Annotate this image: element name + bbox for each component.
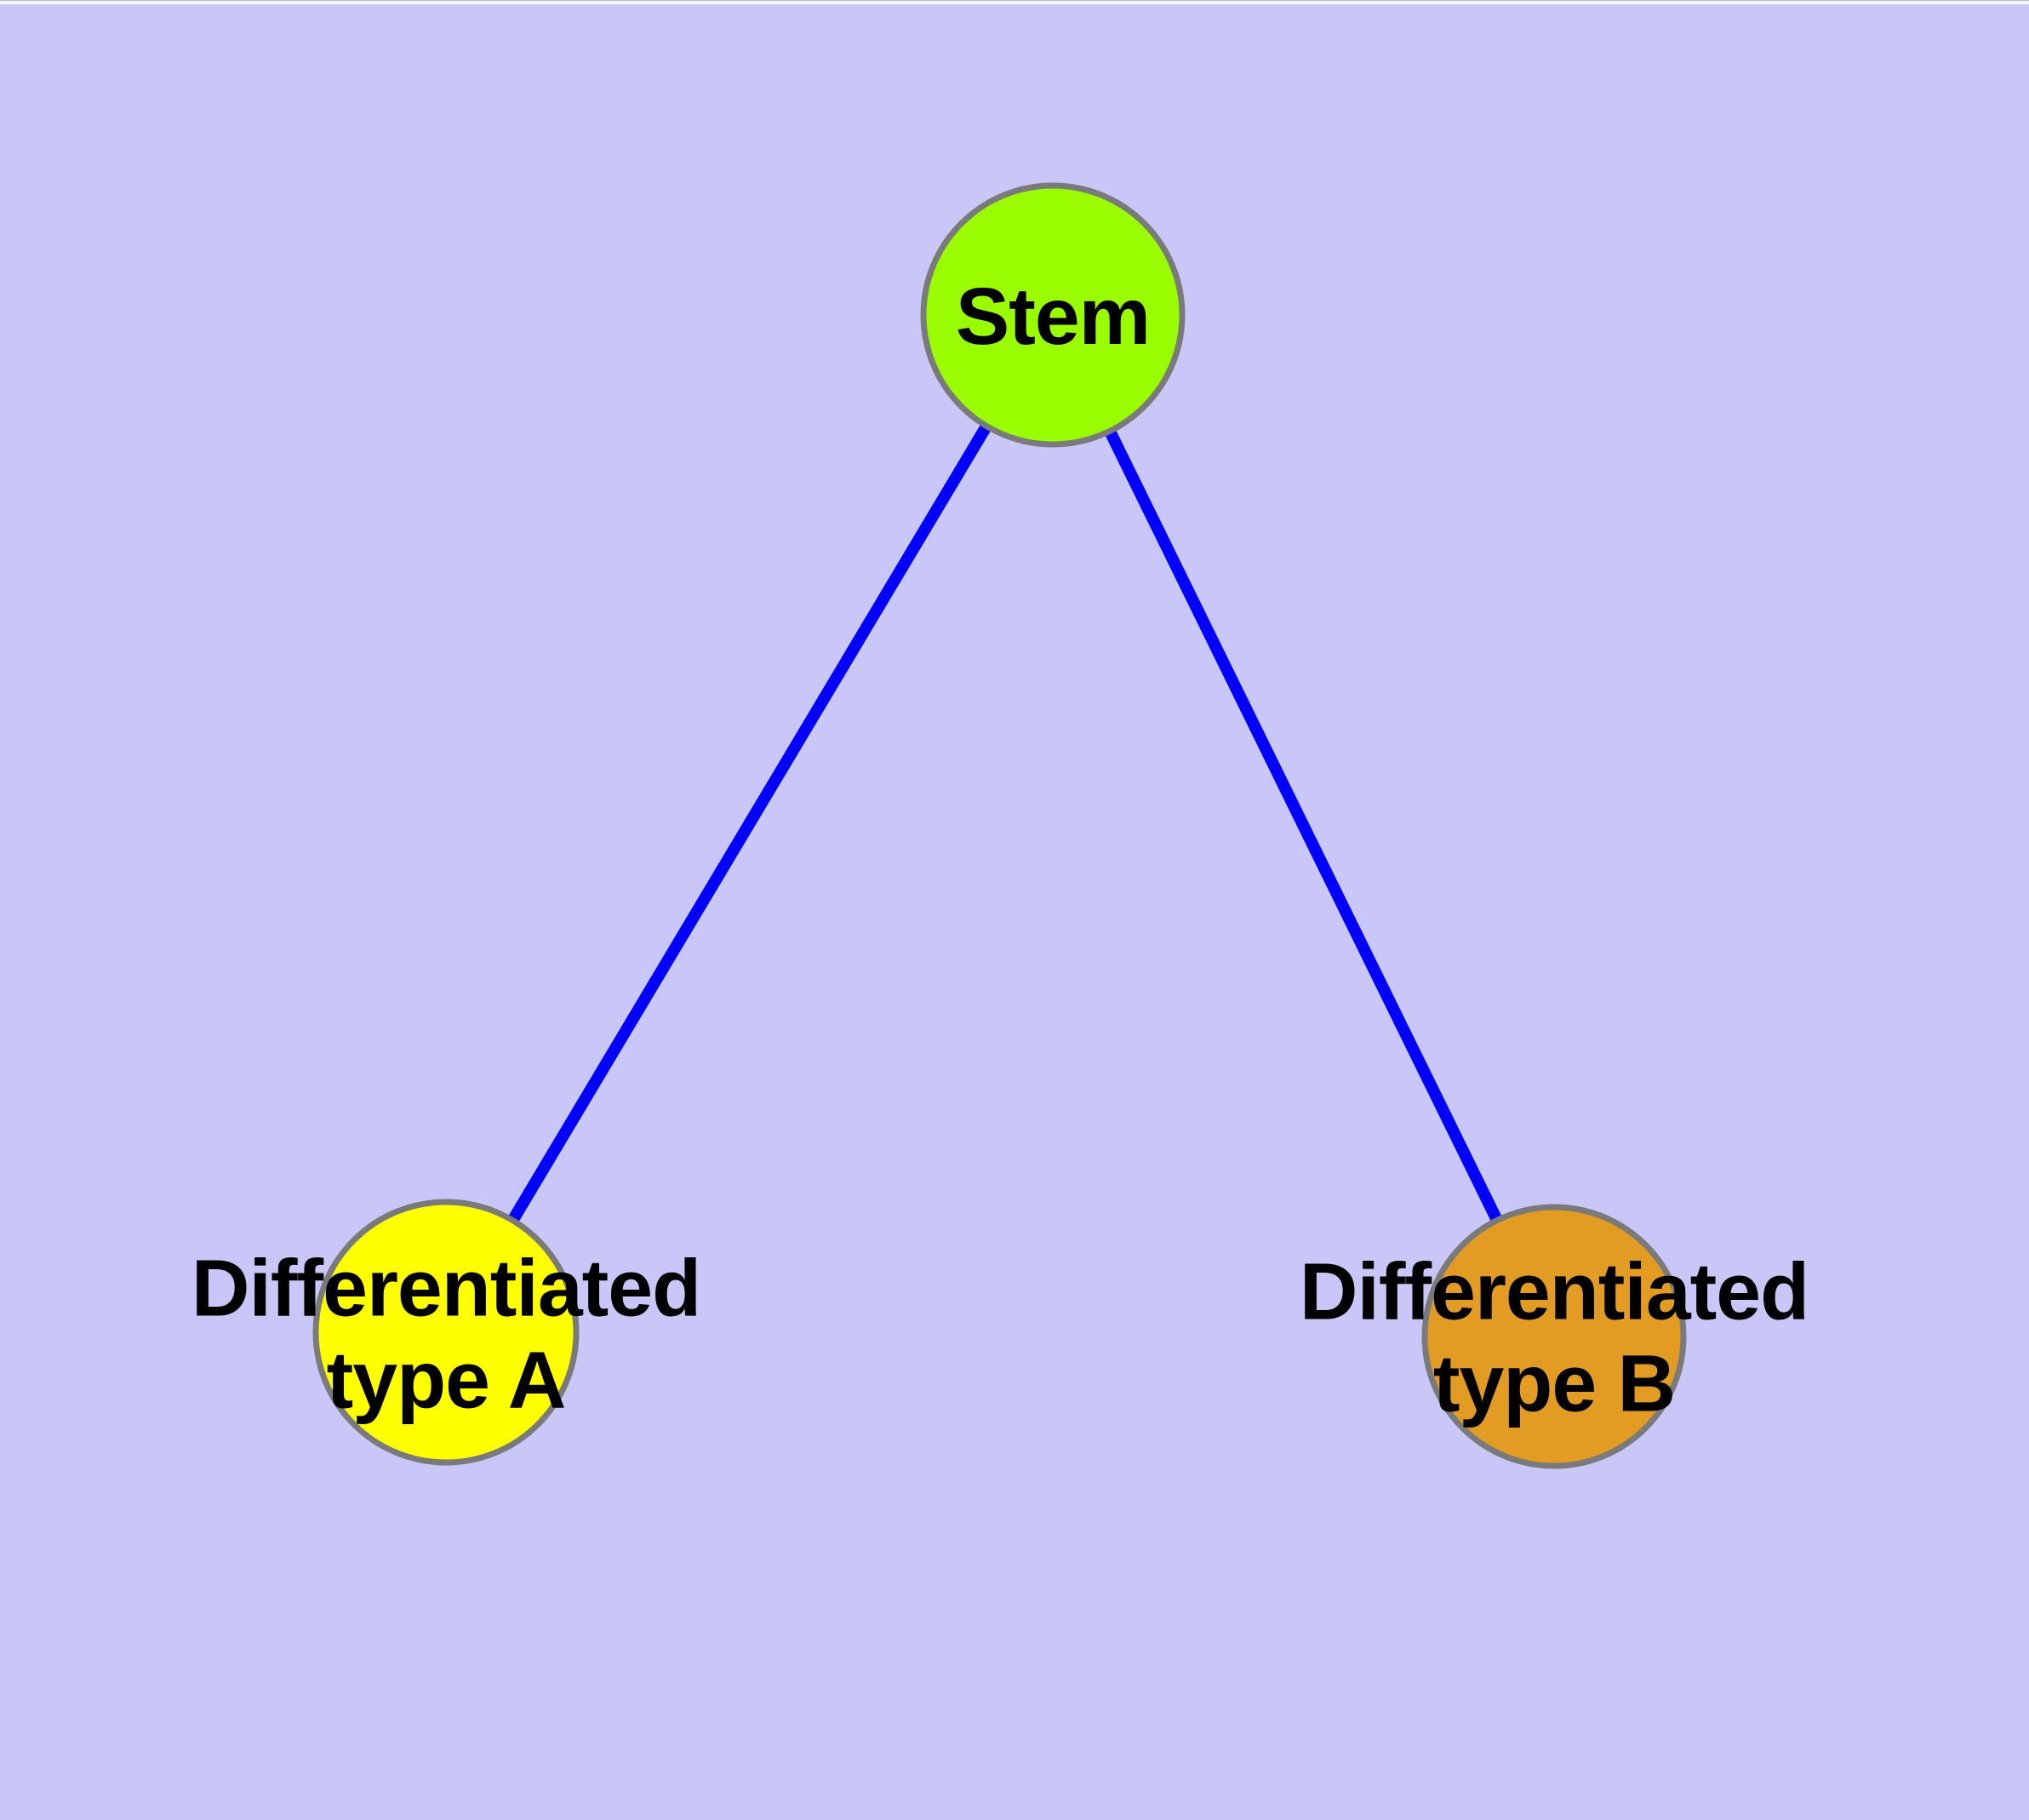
node-stem-circle[interactable]: [920, 182, 1186, 448]
window-top-edge: [0, 0, 2029, 4]
node-type-b-label[interactable]: Differentiated type B: [1299, 1246, 1809, 1429]
node-type-a-circle[interactable]: [312, 1199, 580, 1466]
edge-stem-to-type-b: [1047, 312, 1560, 1340]
node-stem-label[interactable]: Stem: [955, 271, 1151, 362]
node-type-b-circle[interactable]: [1421, 1204, 1687, 1469]
node-type-a-label[interactable]: Differentiated type A: [191, 1243, 701, 1426]
edge-stem-to-type-a: [440, 312, 1059, 1336]
